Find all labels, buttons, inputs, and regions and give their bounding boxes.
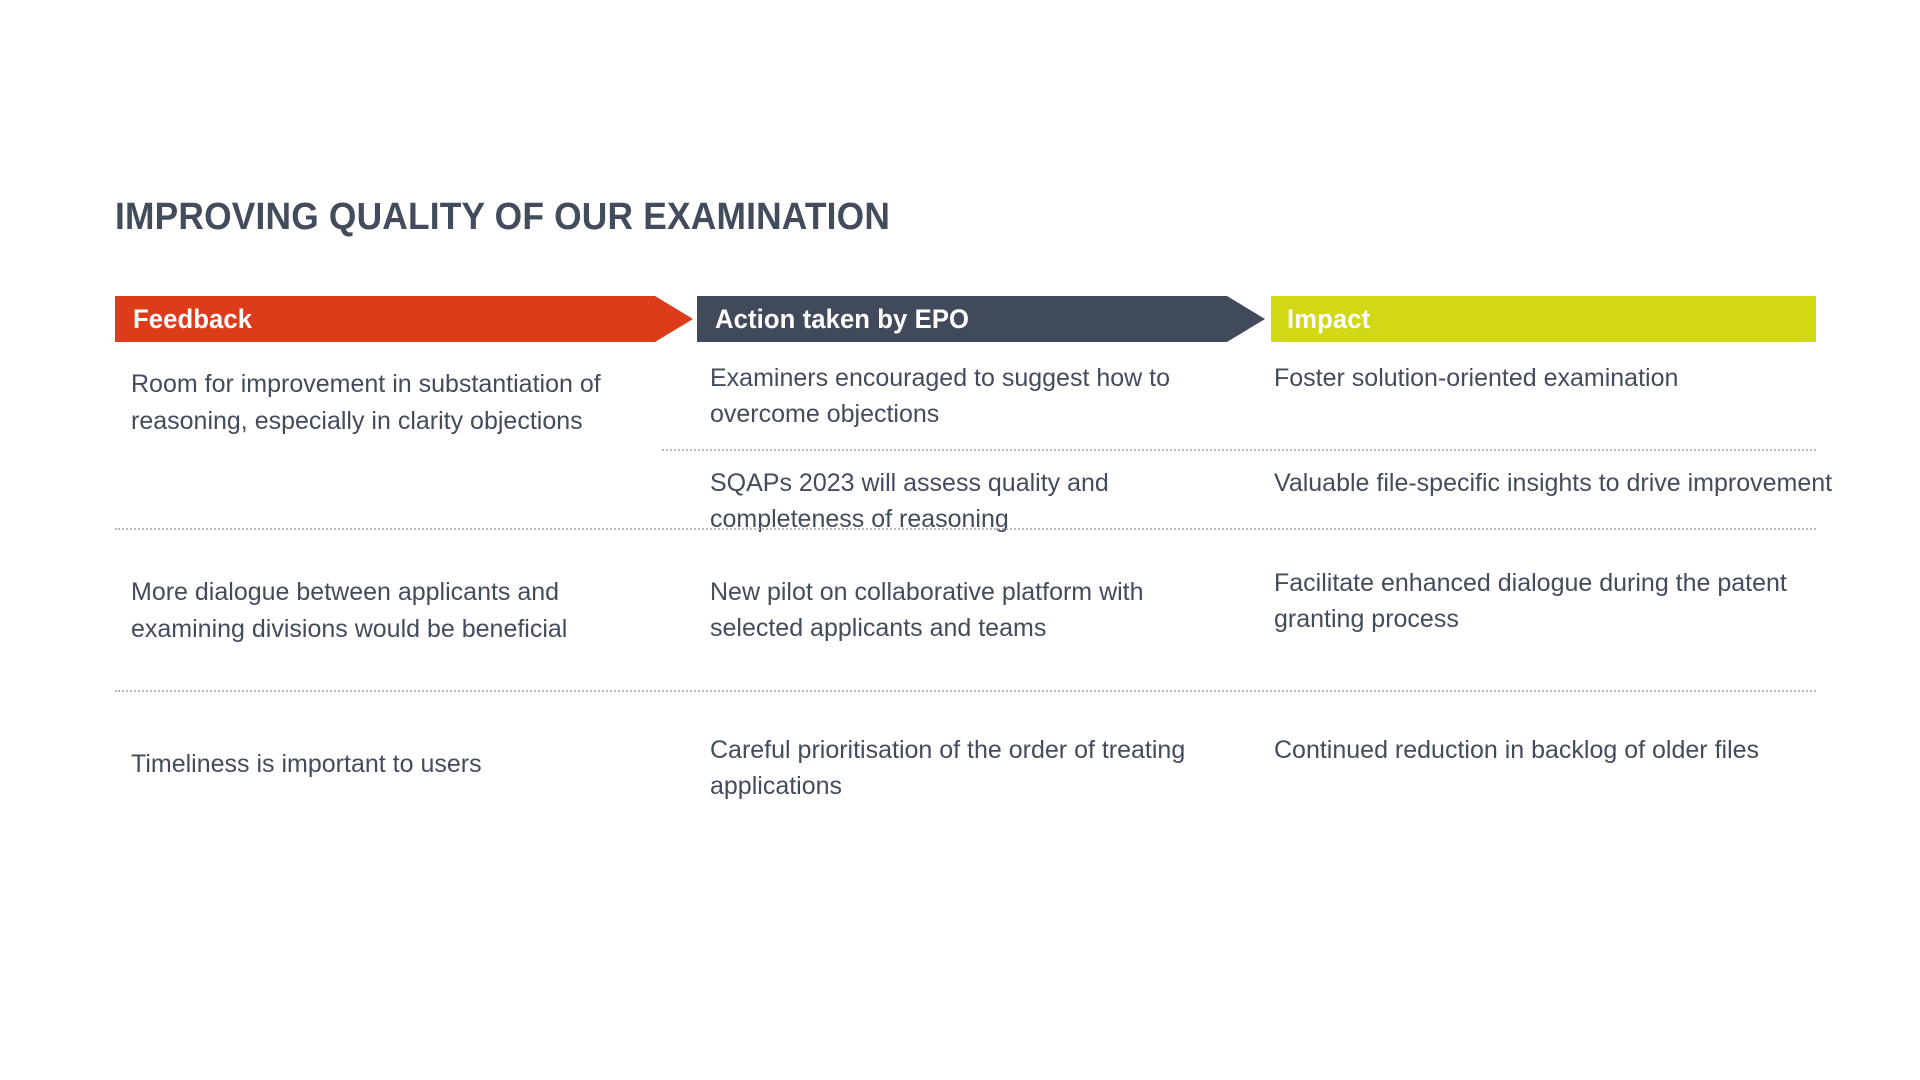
cell-feedback: Timeliness is important to users [131,749,482,778]
column-headers: Feedback Action taken by EPO Impact [0,296,1920,342]
header-action-arrow: Action taken by EPO [697,296,1265,342]
cell-action: New pilot on collaborative platform with… [710,578,1144,643]
content-table: Room for improvement in substantiation o… [0,342,1920,804]
cell-feedback: More dialogue between applicants and exa… [131,578,568,643]
header-feedback-arrow: Feedback [115,296,693,342]
row-separator [115,689,1816,692]
row-separator-inner [662,448,1816,451]
sub-row: SQAPs 2023 will assess quality and compl… [662,465,1920,538]
cell-impact: Valuable file-specific insights to drive… [1274,468,1833,497]
page-title: IMPROVING QUALITY OF OUR EXAMINATION [115,196,891,238]
row-separator [115,528,1816,530]
header-impact-label: Impact [1287,303,1371,334]
row-right-group: Examiners encouraged to suggest how to o… [662,342,1920,537]
sub-row: Timeliness is important to users Careful… [0,732,1920,805]
table-row: Room for improvement in substantiation o… [0,342,1920,533]
table-row: More dialogue between applicants and exa… [0,530,1920,690]
header-action-label: Action taken by EPO [715,303,970,334]
cell-action: SQAPs 2023 will assess quality and compl… [710,468,1109,533]
header-feedback-label: Feedback [133,303,253,334]
cell-impact: Continued reduction in backlog of older … [1274,735,1760,764]
cell-action: Examiners encouraged to suggest how to o… [710,364,1170,429]
table-row: Timeliness is important to users Careful… [0,692,1920,805]
sub-row: More dialogue between applicants and exa… [0,569,1920,648]
cell-impact: Facilitate enhanced dialogue during the … [1274,569,1787,634]
cell-action: Careful prioritisation of the order of t… [710,735,1186,800]
cell-impact: Foster solution-oriented examination [1274,364,1679,392]
cell-feedback: Room for improvement in substantiation o… [131,370,601,435]
header-impact-bar: Impact [1271,296,1816,342]
sub-row: Examiners encouraged to suggest how to o… [662,360,1920,433]
